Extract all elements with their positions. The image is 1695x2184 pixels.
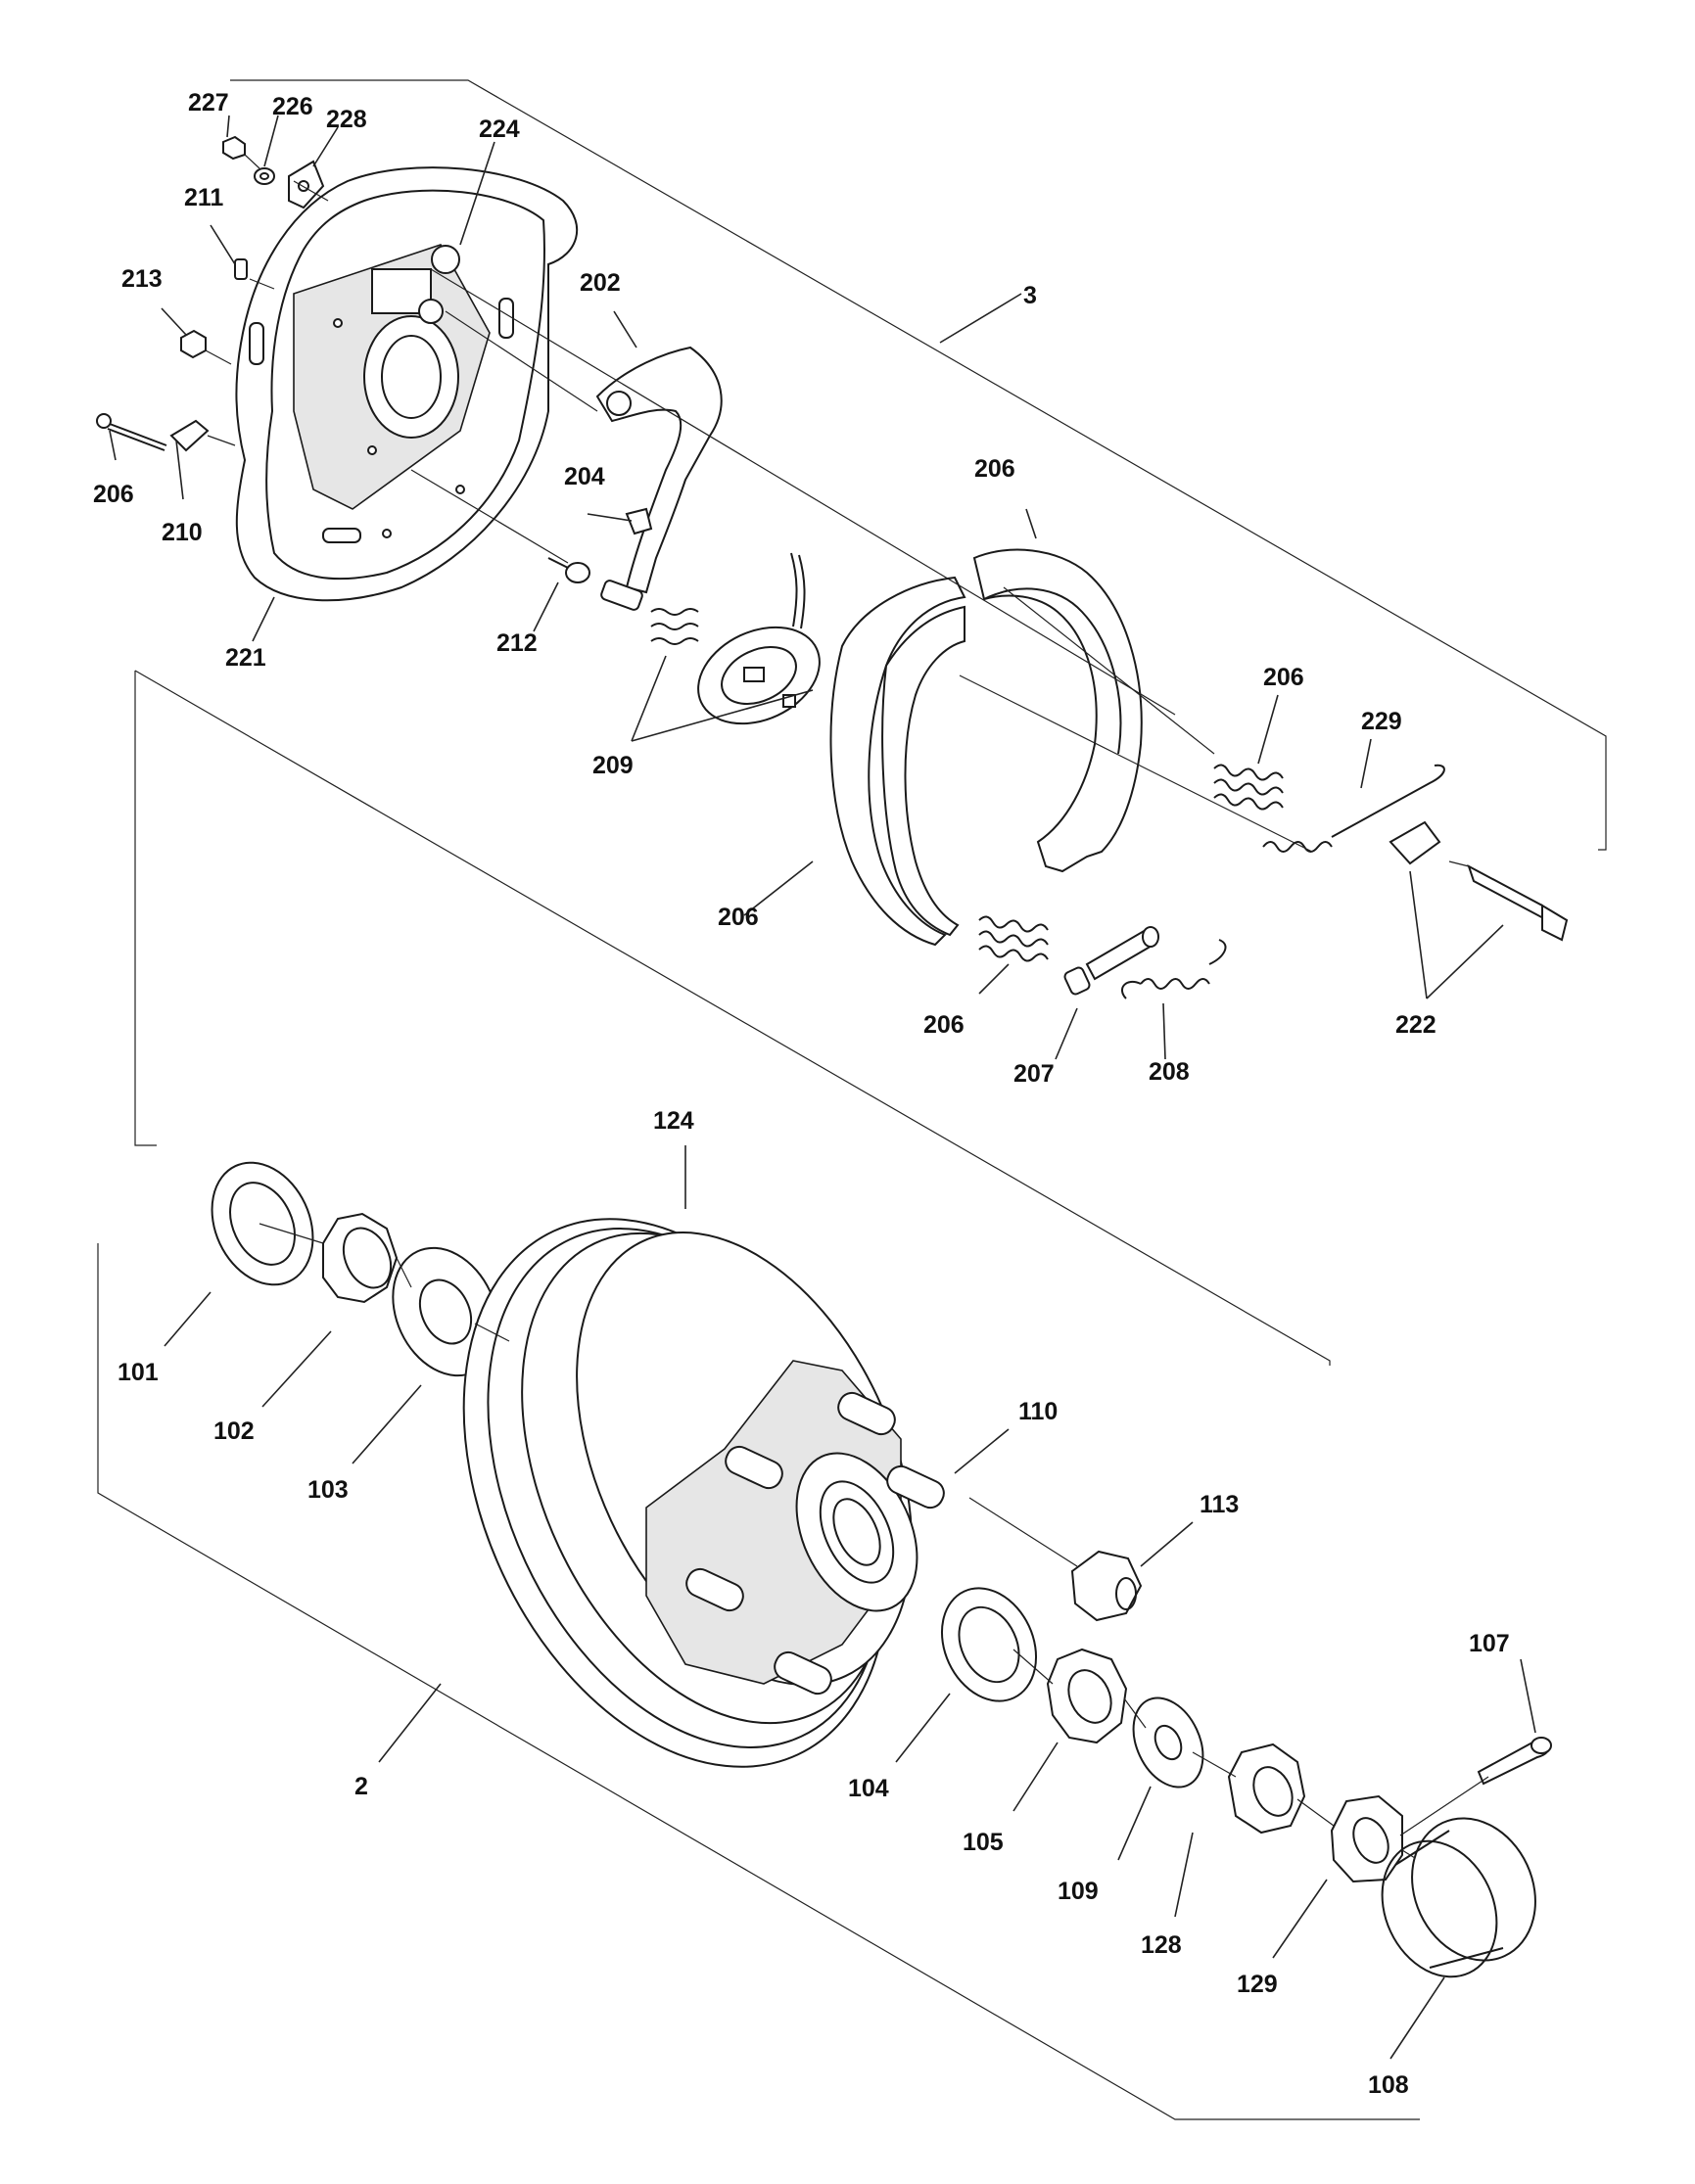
label-213: 213: [121, 265, 163, 293]
label-224: 224: [479, 116, 520, 143]
bearing-cup-104: [940, 1587, 1038, 1702]
grease-cap-108: [1381, 1817, 1536, 1978]
label-206-shoe-rear: 206: [974, 455, 1015, 483]
spindle-nut-128: [1227, 1743, 1306, 1835]
label-204: 204: [564, 463, 605, 490]
washer-226: [254, 167, 275, 185]
label-110: 110: [1018, 1398, 1058, 1425]
label-101: 101: [118, 1359, 159, 1386]
lug-nut-113: [1070, 1550, 1143, 1622]
clip-204: [625, 507, 653, 535]
label-206-spring-right: 206: [1263, 664, 1304, 691]
label-206-bolt: 206: [93, 481, 134, 508]
label-113: 113: [1200, 1491, 1239, 1518]
assembly-206-bracket: [134, 670, 1331, 1366]
label-104: 104: [848, 1775, 889, 1802]
part-labels: 227 226 228 224 211 213 202 3 206 210 20…: [93, 89, 1510, 2099]
label-107: 107: [1469, 1630, 1510, 1657]
label-208: 208: [1149, 1058, 1190, 1086]
label-212: 212: [496, 629, 538, 657]
label-109: 109: [1058, 1878, 1099, 1905]
label-129: 129: [1237, 1971, 1278, 1998]
label-221: 221: [225, 644, 266, 672]
label-227: 227: [188, 89, 229, 116]
magnet-assembly-209: [650, 552, 821, 725]
nut-retainer-129: [1330, 1794, 1403, 1883]
label-102: 102: [213, 1417, 255, 1445]
spring-208: [1121, 939, 1227, 999]
adjuster-222: [1389, 820, 1569, 942]
leader-lines-top: [109, 115, 1504, 1060]
wheel-studs-110: [685, 1391, 945, 1696]
label-202: 202: [580, 269, 621, 297]
spring-206-right: [1213, 764, 1284, 811]
label-206-shoe-front: 206: [718, 904, 759, 931]
label-3: 3: [1023, 282, 1037, 309]
drum-124: [462, 1218, 918, 1768]
label-228: 228: [326, 106, 367, 133]
label-229: 229: [1361, 708, 1402, 735]
assembly-3-outline: [230, 79, 1607, 851]
label-209: 209: [592, 752, 634, 779]
label-124: 124: [653, 1107, 694, 1135]
alignment-lines-bottom: [259, 1223, 1489, 1859]
label-222: 222: [1395, 1011, 1436, 1039]
washer-109: [1132, 1696, 1204, 1789]
pin-212: [547, 557, 590, 583]
assembly-2-outline: [97, 1243, 1420, 2120]
adjuster-207: [1063, 926, 1159, 996]
brake-shoe-front: [829, 576, 966, 947]
label-207: 207: [1013, 1060, 1055, 1088]
label-128: 128: [1141, 1931, 1182, 1959]
brake-shoe-rear: [972, 548, 1143, 873]
label-108: 108: [1368, 2071, 1409, 2099]
bearing-cone-102: [322, 1212, 399, 1304]
bearing-cone-105: [1046, 1648, 1128, 1744]
spring-229: [1262, 764, 1445, 853]
nut-227: [222, 135, 246, 161]
label-211: 211: [184, 184, 223, 211]
leader-lines-bottom: [164, 1145, 1536, 2060]
cotter-pin-107: [1477, 1737, 1552, 1786]
bolt-206: [96, 413, 167, 451]
actuating-lever-202: [595, 346, 723, 611]
backing-plate: [235, 166, 579, 602]
label-226: 226: [272, 93, 313, 120]
label-105: 105: [963, 1829, 1004, 1856]
clip-211: [234, 258, 248, 280]
clip-210: [169, 419, 210, 452]
label-103: 103: [307, 1476, 349, 1504]
nut-213: [180, 329, 207, 359]
spring-206-lower: [978, 915, 1049, 962]
plate-228: [288, 160, 325, 209]
label-210: 210: [162, 519, 203, 546]
label-206-spring-lower: 206: [923, 1011, 965, 1039]
seal-101: [211, 1161, 314, 1286]
label-2: 2: [354, 1773, 368, 1800]
alignment-lines-top: [205, 154, 1470, 867]
